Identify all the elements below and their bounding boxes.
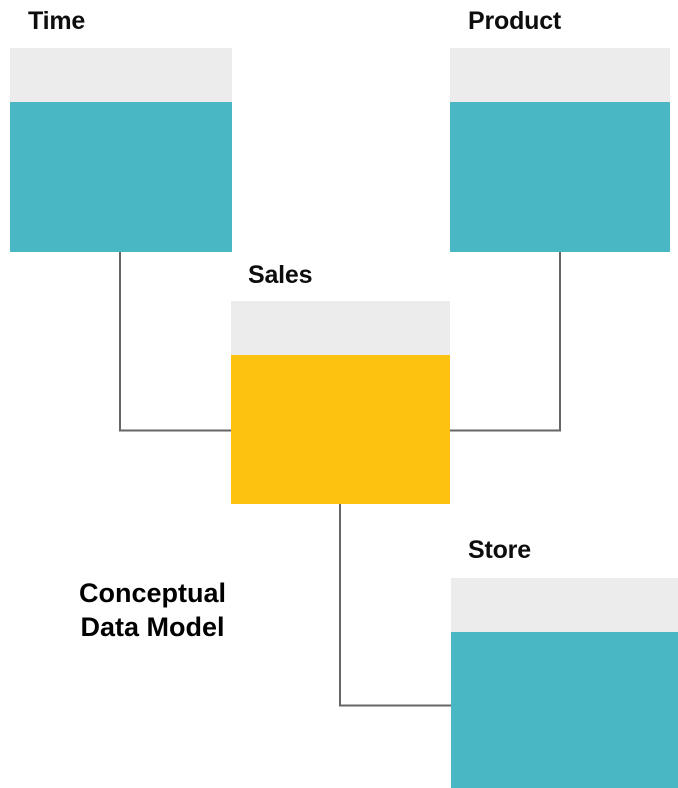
- entity-body-sales: [231, 355, 450, 504]
- connector-sales-store: [339, 504, 453, 707]
- diagram-caption: Conceptual Data Model: [30, 576, 275, 644]
- entity-box-store[interactable]: [451, 578, 678, 788]
- entity-box-time[interactable]: [10, 48, 232, 252]
- entity-header-product: [450, 48, 670, 102]
- connector-product-sales: [449, 252, 561, 432]
- entity-body-store: [451, 632, 678, 788]
- entity-body-time: [10, 102, 232, 252]
- entity-label-sales: Sales: [248, 261, 313, 289]
- entity-body-product: [450, 102, 670, 252]
- entity-label-store: Store: [468, 536, 531, 564]
- caption-line-2: Data Model: [80, 612, 225, 642]
- entity-label-product: Product: [468, 7, 562, 35]
- entity-header-time: [10, 48, 232, 102]
- connector-time-sales: [119, 252, 233, 432]
- caption-line-1: Conceptual: [78, 578, 226, 608]
- entity-header-sales: [231, 301, 450, 355]
- entity-box-product[interactable]: [450, 48, 670, 252]
- entity-box-sales[interactable]: [231, 301, 450, 504]
- entity-header-store: [451, 578, 678, 632]
- entity-label-time: Time: [28, 7, 86, 35]
